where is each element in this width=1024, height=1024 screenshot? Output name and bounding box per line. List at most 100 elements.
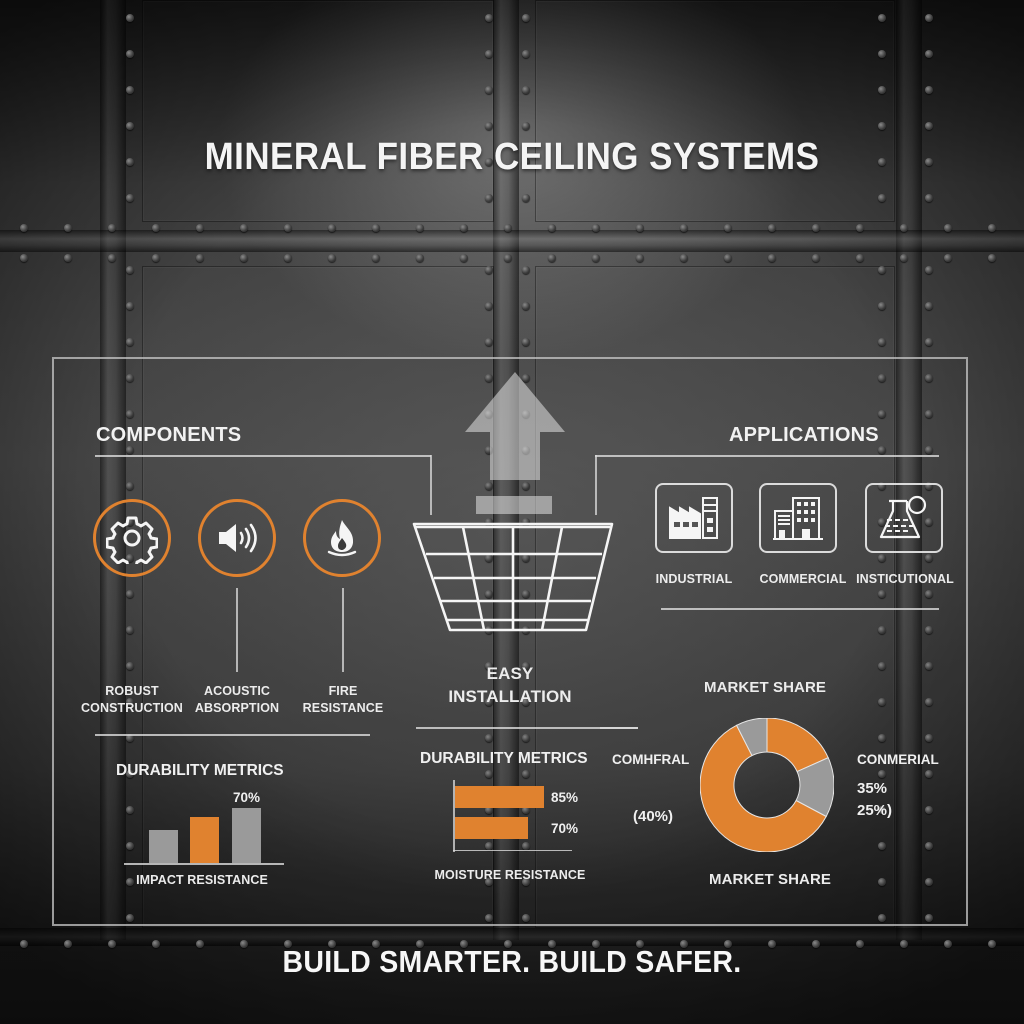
market-share-title-top: MARKET SHARE [703,679,827,696]
label-commercial: COMMERCIAL [759,572,847,586]
bar-gray-2 [232,808,261,863]
rivet [485,50,493,58]
market-left-label: COMHFRAL [612,752,690,767]
rivet [126,410,134,418]
market-rule [600,727,638,729]
donut-segment-gray-2 [735,718,768,757]
rivet [504,254,512,262]
rivet [64,224,72,232]
lab-flask-icon [879,495,927,539]
rivet [126,914,134,922]
rivet [925,590,933,598]
rivet [126,626,134,634]
rivet [126,374,134,382]
bar-chart-axis [124,863,284,865]
rivet [20,940,28,948]
rivet [522,554,530,562]
rivet [925,482,933,490]
rivet [126,122,134,130]
rivet [20,224,28,232]
rivet [485,518,493,526]
rivet [108,254,116,262]
rivet [636,224,644,232]
rivet [878,194,886,202]
hbar-70 [455,817,528,839]
rivet [485,86,493,94]
rivet [878,482,886,490]
rivet [126,734,134,742]
rivet [485,590,493,598]
rivet [126,770,134,778]
bar-gray-1 [149,830,178,863]
rivet [522,482,530,490]
hbar-70-label: 70% [551,821,579,836]
rivet [485,842,493,850]
rivet [944,940,952,948]
page-title: MINERAL FIBER CEILING SYSTEMS [204,136,820,178]
rivet [768,940,776,948]
tagline: BUILD SMARTER. BUILD SAFER. [282,944,742,979]
rivet [196,940,204,948]
rivet [416,224,424,232]
rivet [522,338,530,346]
rivet [522,158,530,166]
rivet [485,122,493,130]
moisture-resistance-label: MOISTURE RESISTANCE [434,868,586,882]
rivet [812,254,820,262]
rivet [372,254,380,262]
bar-orange [190,817,219,863]
market-right-value-1: 35% [857,780,888,797]
applications-connector [595,455,597,515]
rivet [925,518,933,526]
rivet [126,86,134,94]
rivet [485,482,493,490]
rivet [485,158,493,166]
rivet [284,254,292,262]
applications-rule [595,455,939,457]
rivet [925,914,933,922]
rivet [925,302,933,310]
market-left-value: (40%) [633,808,674,825]
component-robust-construction [93,499,171,577]
rivet [108,940,116,948]
rivet [925,194,933,202]
durability-metrics-title-mid: DURABILITY METRICS [420,750,588,767]
impact-resistance-label: IMPACT RESISTANCE [136,873,268,887]
component-fire-resistance [303,499,381,577]
rivet [522,734,530,742]
rivet [152,254,160,262]
rivet [522,842,530,850]
rivet [878,122,886,130]
components-bottom-rule [95,734,370,736]
label-line: ROBUST [105,684,159,698]
app-commercial [759,483,837,553]
rivet [522,914,530,922]
rivet [925,734,933,742]
rivet [878,698,886,706]
rivet [522,590,530,598]
rivet [592,254,600,262]
rivet [126,302,134,310]
rivet [522,518,530,526]
rivet [504,940,512,948]
rivet [522,878,530,886]
rivet [812,224,820,232]
rivet [988,224,996,232]
rivet [878,770,886,778]
office-buildings-icon [773,497,823,540]
rivet [878,14,886,22]
rivet [460,940,468,948]
rivet [680,254,688,262]
rivet [768,254,776,262]
rivet [878,410,886,418]
fire-connector [342,588,344,672]
rivet [126,878,134,886]
rivet [126,806,134,814]
rivet [925,86,933,94]
app-institutional [865,483,943,553]
gear-icon [106,516,158,564]
label-industrial: INDUSTRIAL [655,572,733,586]
rivet [372,224,380,232]
rivet [878,878,886,886]
rivet [724,224,732,232]
